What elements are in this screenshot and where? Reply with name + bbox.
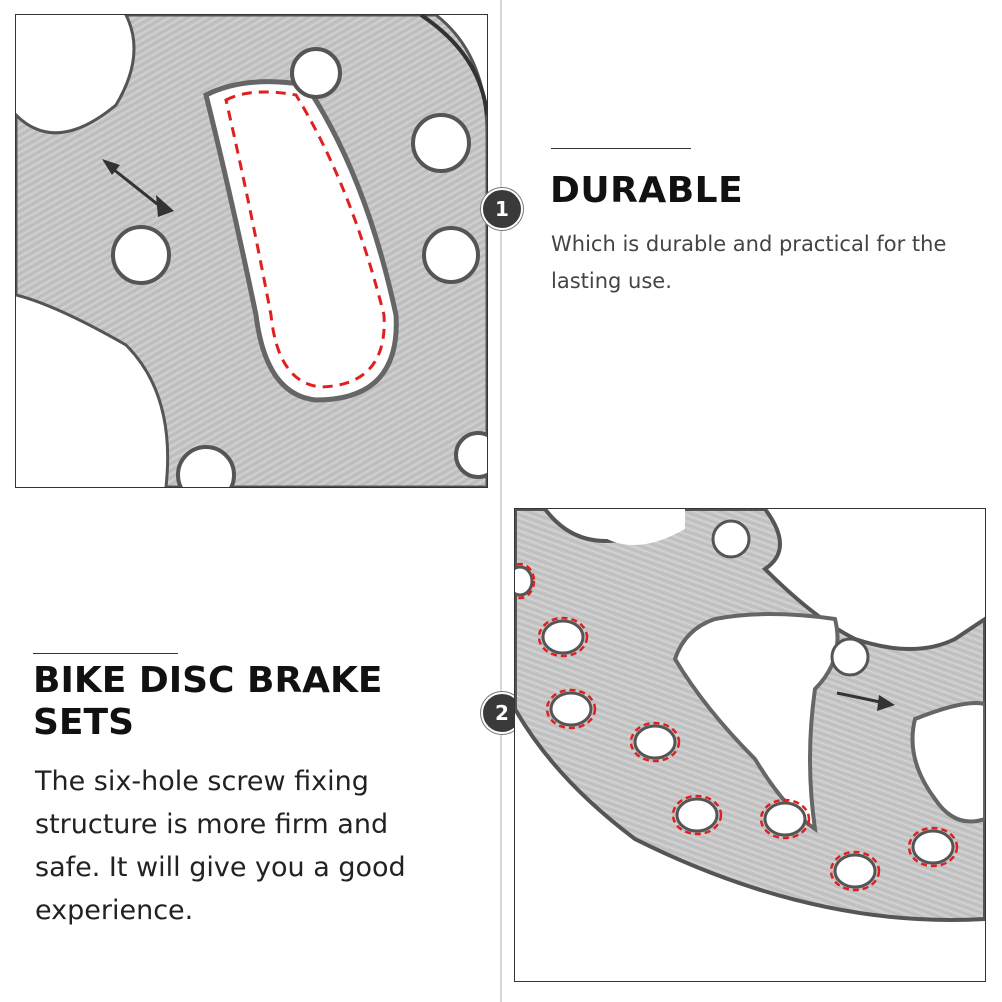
center-divider bbox=[500, 0, 502, 1002]
brake-disc-closeup-image bbox=[16, 15, 487, 487]
feature-image-1 bbox=[15, 14, 488, 488]
feature-description-durable: Which is durable and practical for the l… bbox=[551, 232, 947, 293]
title-rule-2 bbox=[33, 653, 178, 654]
feature-description-brake-sets: The six-hole screw fixing structure is m… bbox=[35, 766, 406, 926]
step-badge-1: 1 bbox=[481, 188, 523, 230]
feature-title-brake-sets: BIKE DISC BRAKE SETS bbox=[33, 660, 383, 743]
title-rule-1 bbox=[551, 148, 691, 149]
brake-disc-edge-image bbox=[515, 509, 985, 981]
feature-image-2 bbox=[514, 508, 986, 982]
feature-title-durable: DURABLE bbox=[550, 170, 744, 211]
